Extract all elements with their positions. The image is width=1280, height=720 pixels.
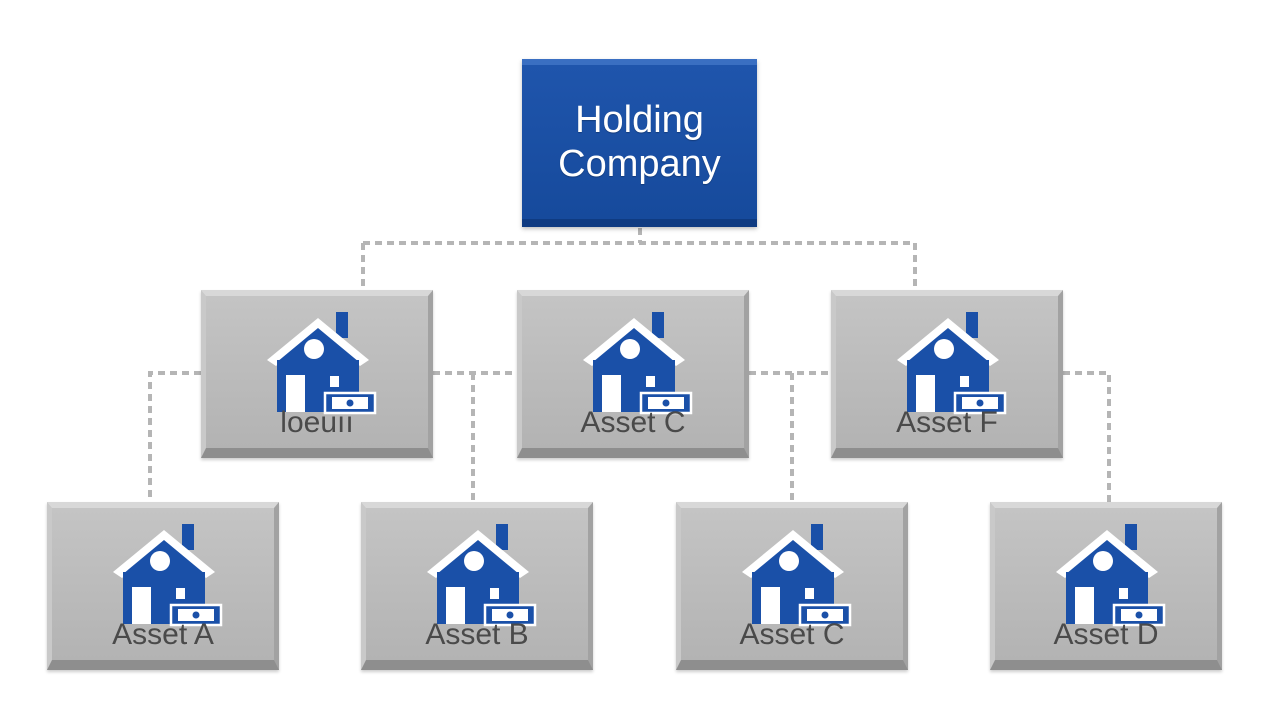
house-icon [583,312,693,415]
asset-node-label: Asset C [739,618,845,651]
asset-node-2[interactable]: Asset C [517,290,749,458]
holding-company-box[interactable]: Holding Company [522,59,757,227]
asset-node-4[interactable]: Asset A [47,502,279,670]
house-icon [897,312,1007,415]
house-icon [742,524,852,627]
asset-node-label: Asset C [580,406,686,439]
holding-company-label: Holding Company [558,99,721,185]
asset-node-5[interactable]: Asset B [361,502,593,670]
connector-right-branch [1063,371,1111,502]
connector-left-branch [148,371,201,502]
asset-node-label: Asset D [1053,618,1159,651]
house-icon [1056,524,1166,627]
asset-node-6[interactable]: Asset C [676,502,908,670]
house-icon [427,524,537,627]
asset-node-1[interactable]: loeuıı [201,290,433,458]
asset-node-label: Asset B [425,618,529,651]
asset-node-label: Asset A [112,618,214,651]
house-icon [267,312,377,415]
house-icon [113,524,223,627]
asset-node-7[interactable]: Asset D [990,502,1222,670]
asset-node-3[interactable]: Asset F [831,290,1063,458]
asset-node-label: loeuıı [280,406,354,439]
asset-node-label: Asset F [896,406,998,439]
